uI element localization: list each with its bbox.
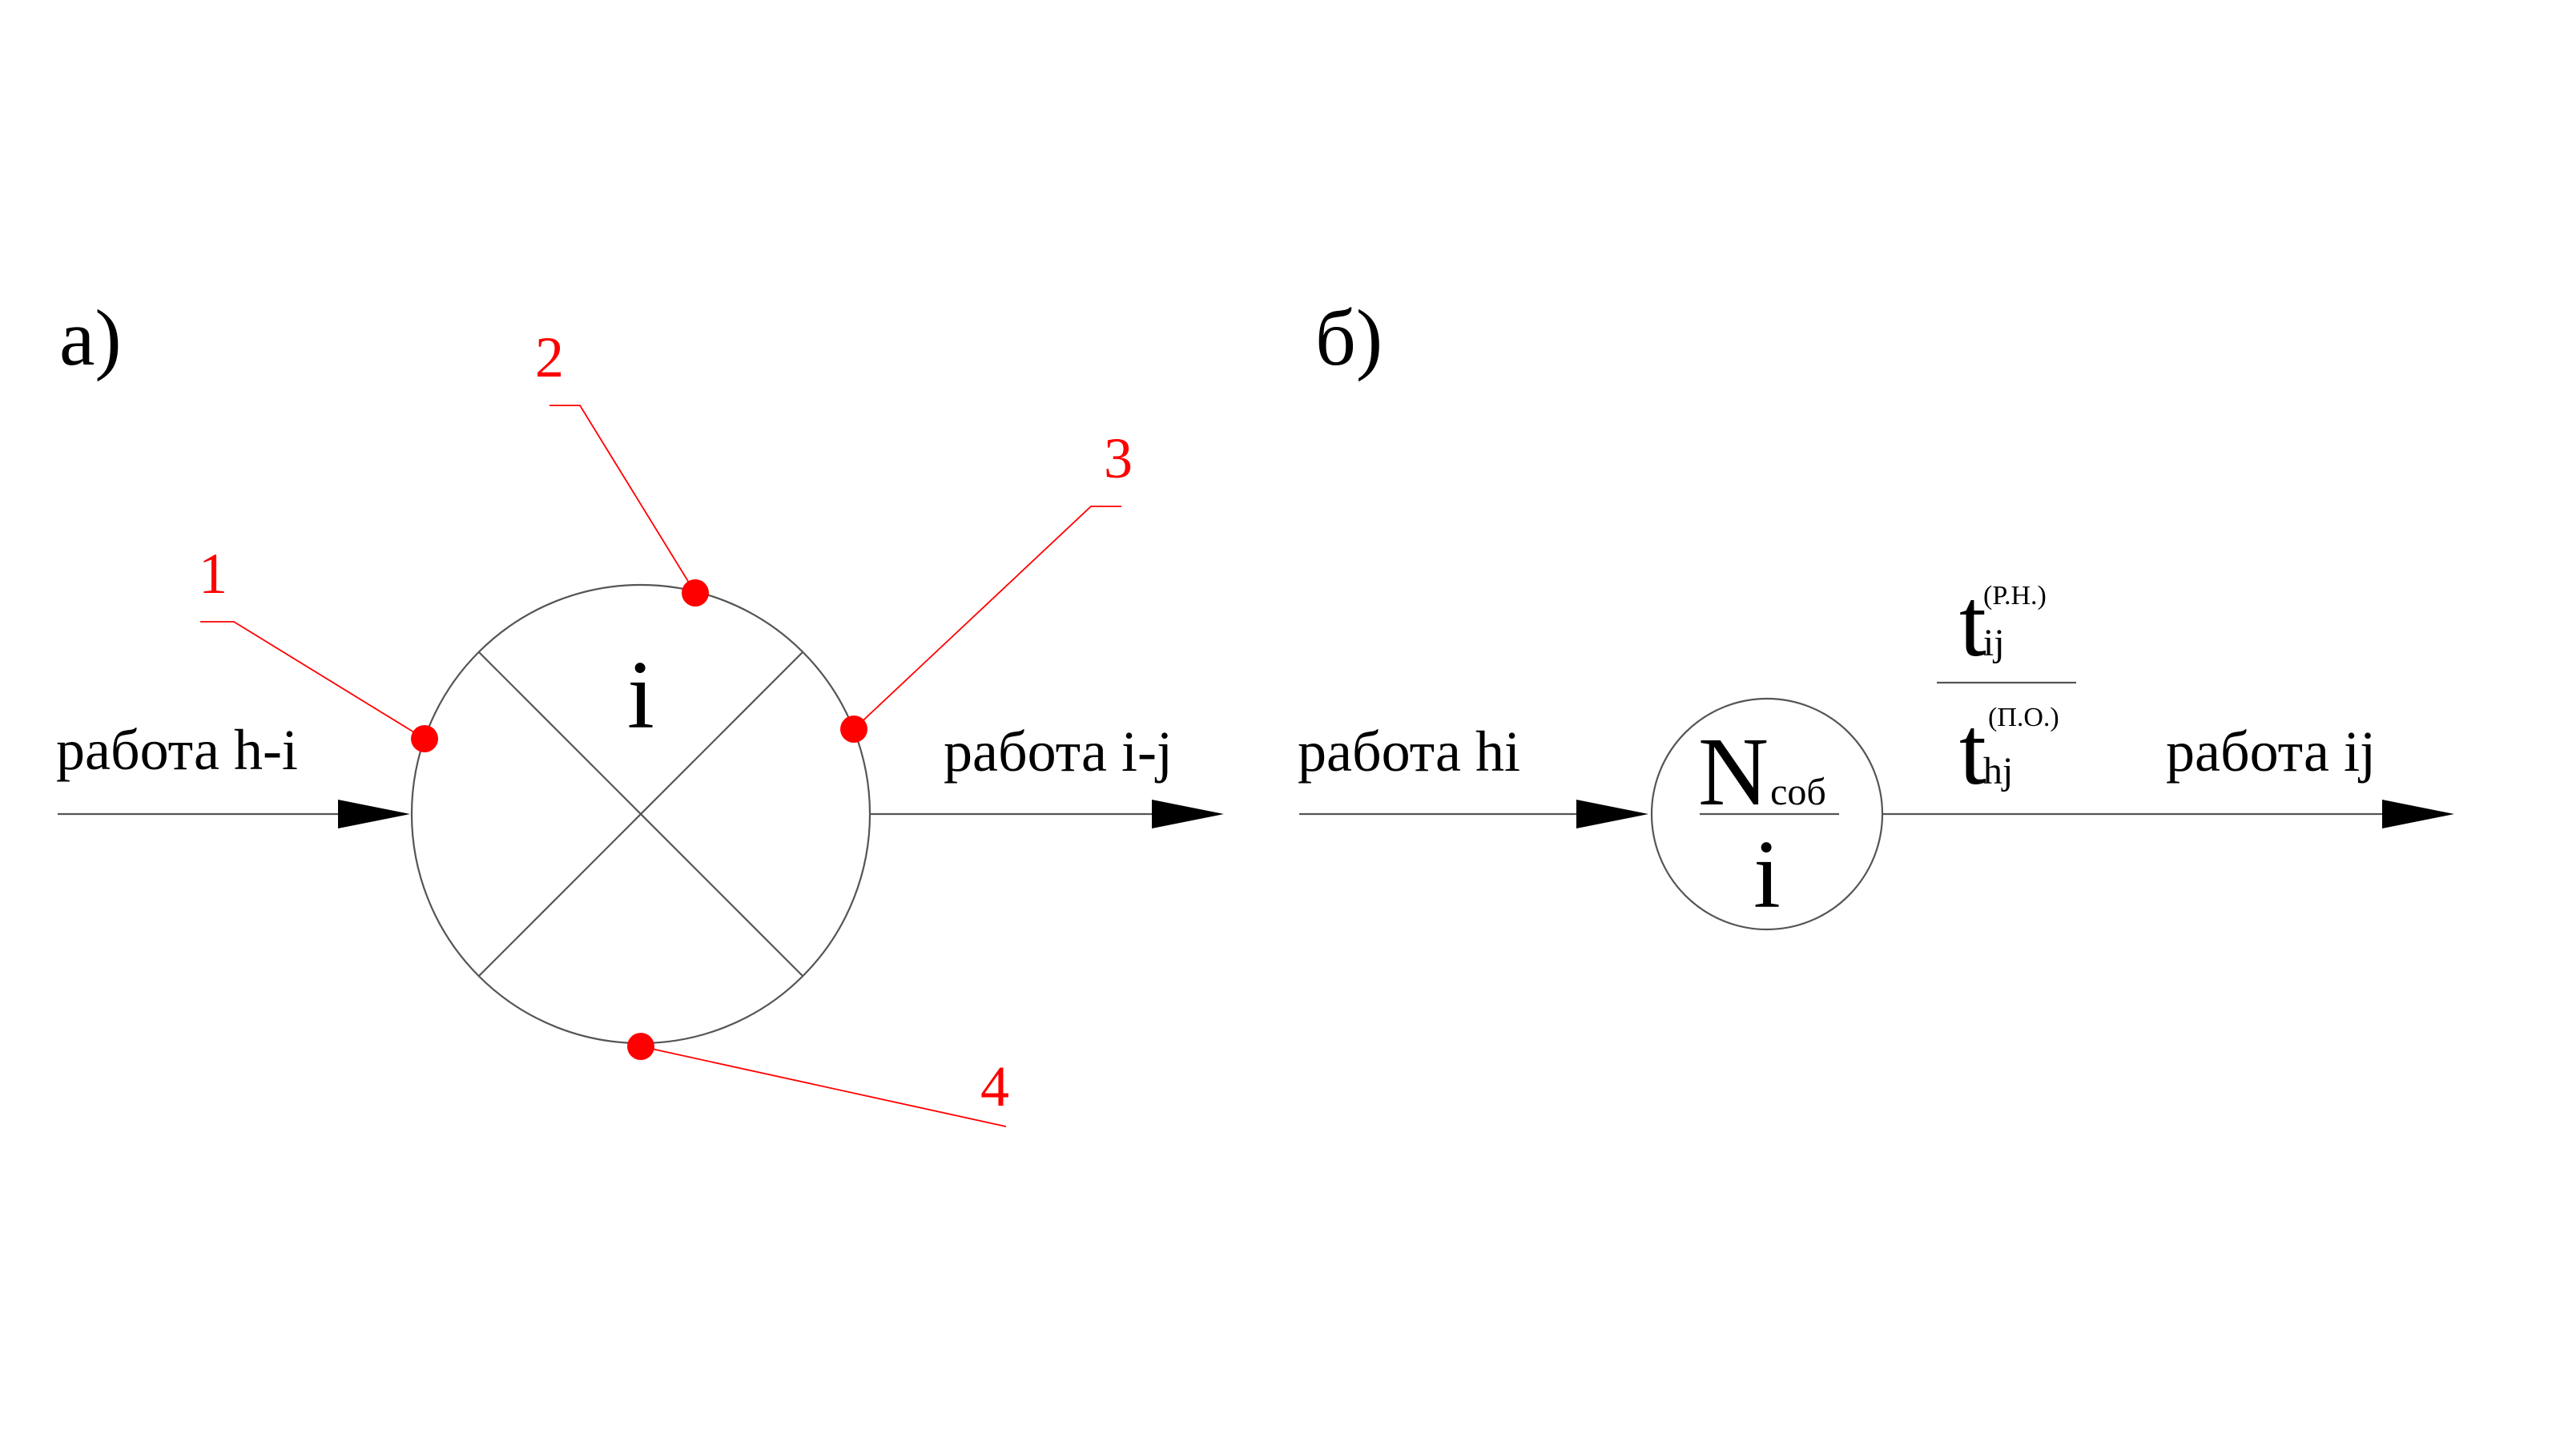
callout-3-label: 3 xyxy=(1104,426,1133,490)
node-b-top-expression: Nсоб xyxy=(1698,718,1826,826)
callout-2-dot xyxy=(682,579,709,607)
edge-bottom-expression: thj xyxy=(1959,697,2013,805)
callout-2-leader xyxy=(549,405,696,594)
callout-2-label: 2 xyxy=(535,325,564,389)
node-a-diagonal-2 xyxy=(478,651,803,977)
callout-4-label: 4 xyxy=(980,1054,1009,1119)
node-a-label: i xyxy=(627,641,654,749)
outgoing-arrow-a-head xyxy=(1152,800,1224,828)
edge-bottom-main: t xyxy=(1959,697,1986,805)
callout-4-leader xyxy=(640,1046,1007,1127)
outgoing-label-b: работа ij xyxy=(2166,720,2376,784)
edge-bottom-subscript: hj xyxy=(1983,750,2013,792)
panel-label-b: б) xyxy=(1315,293,1383,382)
callout-1-leader xyxy=(200,621,425,740)
node-b-bottom-label: i xyxy=(1753,820,1781,929)
edge-bottom-superscript: (П.О.) xyxy=(1988,703,2059,732)
incoming-arrow-b-head xyxy=(1576,800,1648,828)
callout-1-dot xyxy=(411,725,438,752)
callout-1-label: 1 xyxy=(199,542,227,606)
incoming-label-b: работа hi xyxy=(1298,720,1520,784)
diagram-b: б) работа hi Nсоб i работа ij tij (Р.Н.)… xyxy=(1298,293,2454,931)
callout-3-leader xyxy=(853,506,1121,730)
edge-top-superscript: (Р.Н.) xyxy=(1983,581,2047,611)
panel-label-a: а) xyxy=(59,293,122,382)
incoming-arrow-a-head xyxy=(338,800,410,828)
edge-top-expression: tij xyxy=(1959,569,2005,677)
callout-4-dot xyxy=(627,1033,654,1060)
incoming-label-a: работа h-i xyxy=(56,718,298,782)
edge-top-main: t xyxy=(1959,569,1986,677)
node-b-main-subscript: соб xyxy=(1770,771,1826,813)
callout-3-dot xyxy=(840,715,867,743)
edge-top-subscript: ij xyxy=(1983,622,2005,664)
outgoing-arrow-b-head xyxy=(2382,800,2454,828)
node-b-main-letter: N xyxy=(1698,718,1769,826)
diagram-a: а) работа h-i i работа i-j 1 2 3 4 xyxy=(56,293,1224,1127)
outgoing-label-a: работа i-j xyxy=(944,720,1173,784)
